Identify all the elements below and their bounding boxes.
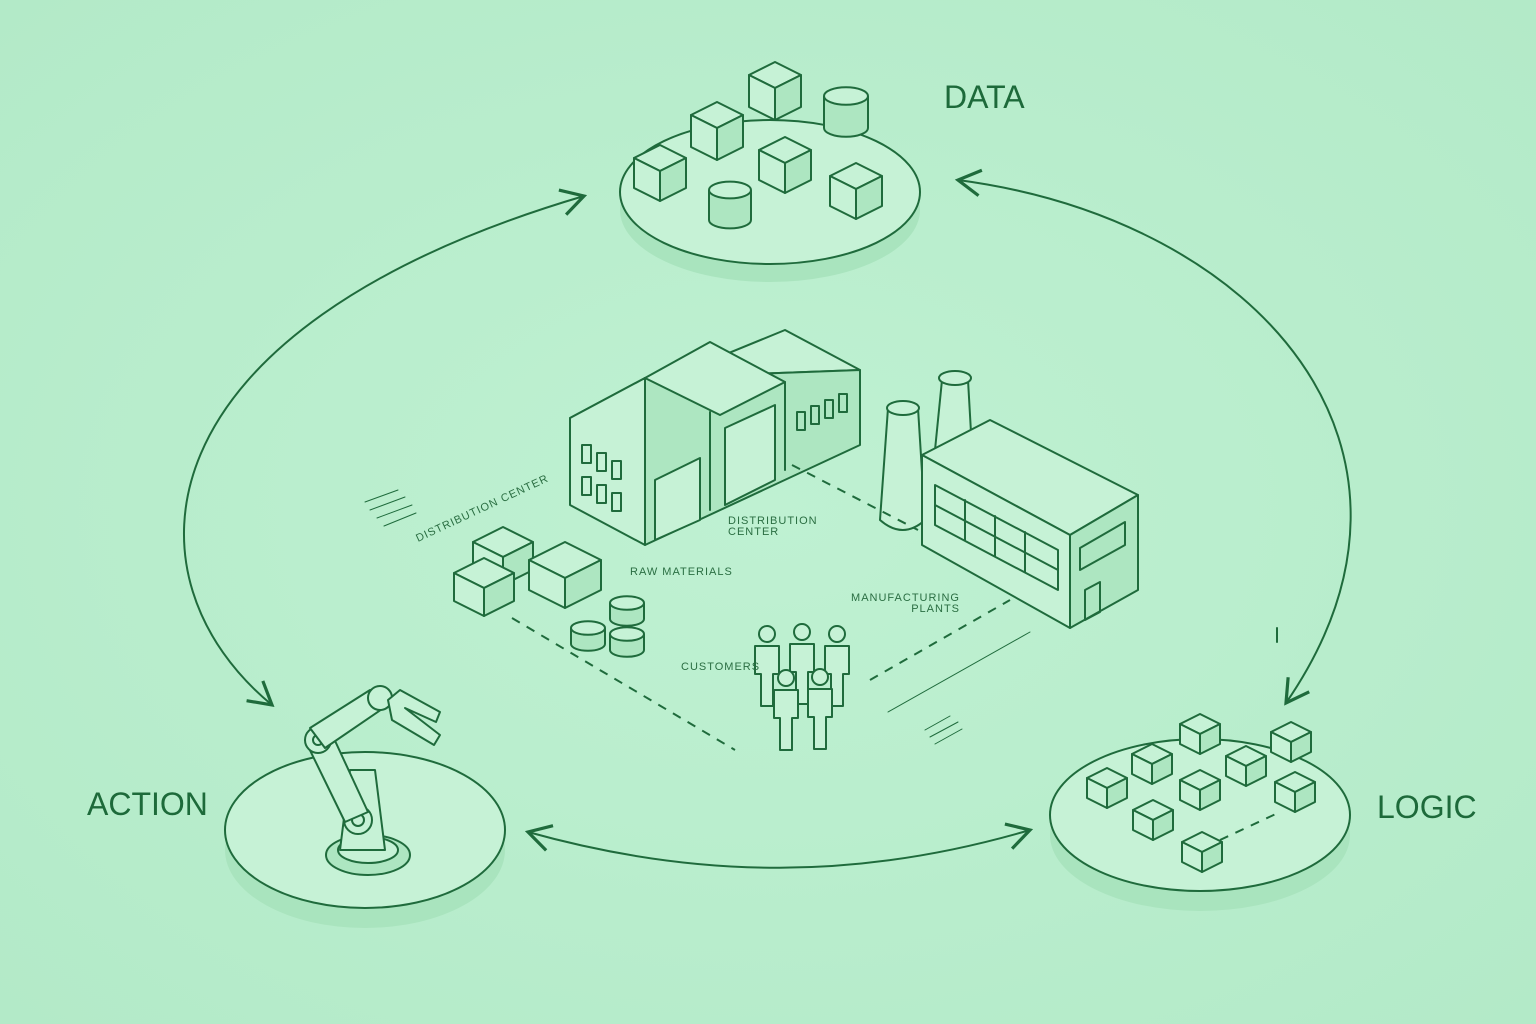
window-icon: [611, 492, 622, 512]
hatch-decorations: [364, 489, 1031, 745]
dashed-connectors: [511, 464, 1011, 751]
cube-icon: [1132, 799, 1174, 841]
data-platform: [619, 61, 921, 282]
raw-materials: [453, 526, 645, 658]
window-icon: [611, 460, 622, 480]
person-icon: [807, 668, 833, 750]
cube-icon: [829, 162, 883, 220]
window-icon: [796, 411, 806, 431]
cube-icon: [1179, 769, 1221, 811]
cube-icon: [1274, 771, 1316, 813]
window-icon: [810, 405, 820, 425]
manufacturing-label-1: MANUFACTURING: [851, 592, 960, 604]
cylinder-icon: [708, 180, 752, 230]
customers-label: CUSTOMERS: [681, 661, 760, 673]
window-icon: [581, 444, 592, 464]
cube-icon: [1181, 831, 1223, 873]
window-icon: [581, 476, 592, 496]
action-platform: [224, 685, 506, 928]
logic-connector: [1219, 811, 1281, 841]
manufacturing-label-2: PLANTS: [911, 603, 960, 615]
cube-icon: [748, 61, 802, 121]
robot-arm-icon: [304, 685, 441, 876]
cube-icon: [1179, 713, 1221, 755]
window-icon: [596, 452, 607, 472]
customers-group: [754, 623, 850, 751]
cylinder-icon: [823, 86, 869, 138]
cube-icon: [690, 101, 744, 161]
window-icon: [596, 484, 607, 504]
arrow-action-to-data: [182, 188, 588, 708]
window-icon: [824, 399, 834, 419]
arrow-data-to-logic: [954, 168, 1352, 706]
barrel-icon: [609, 595, 645, 627]
distribution-center-building: [569, 329, 861, 546]
window-icon: [838, 393, 848, 413]
data-label: DATA: [944, 79, 1025, 115]
distribution-center-label-1: DISTRIBUTION: [728, 515, 818, 527]
cycle-arrows: [182, 168, 1352, 869]
barrel-icon: [570, 620, 606, 652]
cube-icon: [1131, 743, 1173, 785]
box-icon: [528, 541, 602, 609]
cube-icon: [1225, 745, 1267, 787]
raw-materials-label: RAW MATERIALS: [630, 566, 733, 578]
hex-prism-icon: [758, 136, 812, 194]
logic-label: LOGIC: [1377, 789, 1477, 825]
cube-icon: [1086, 767, 1128, 809]
cube-icon: [1270, 721, 1312, 763]
person-icon: [773, 669, 799, 751]
box-icon: [453, 557, 515, 617]
logic-platform: [1049, 713, 1351, 911]
arrow-action-to-logic: [524, 822, 1034, 869]
action-label: ACTION: [87, 786, 208, 822]
barrel-icon: [609, 626, 645, 658]
hex-prism-icon: [633, 144, 687, 202]
distribution-center-label-2: CENTER: [728, 526, 779, 538]
manufacturing-plant: [879, 370, 1139, 629]
